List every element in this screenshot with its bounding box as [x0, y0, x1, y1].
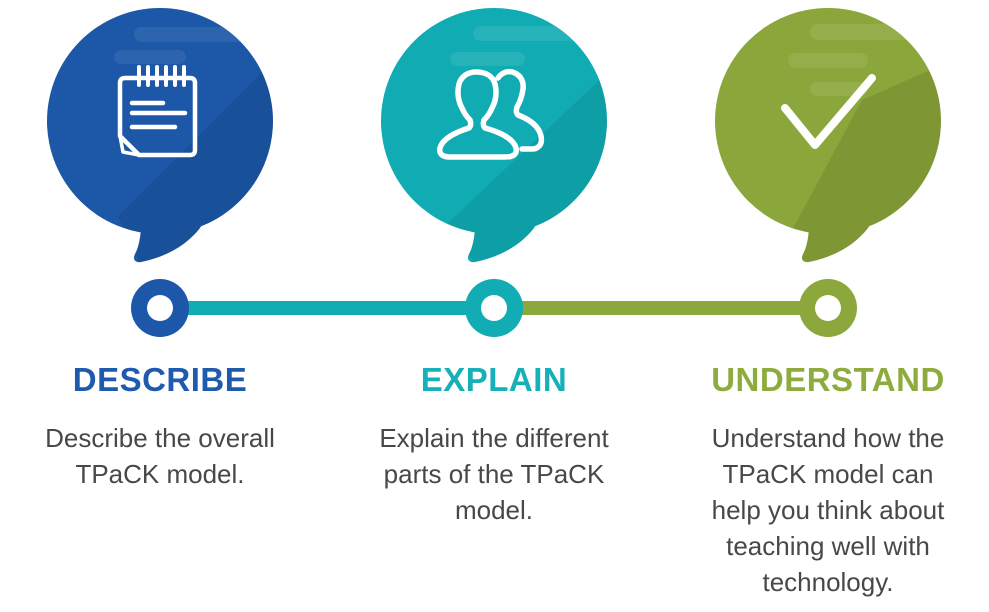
swoosh-bar	[788, 53, 868, 68]
swoosh-bar	[114, 50, 186, 64]
speech-bubble-teal	[381, 8, 607, 263]
bubble-body	[381, 8, 607, 234]
step-bubble-describe	[44, 8, 276, 268]
swoosh-bar	[810, 24, 925, 40]
speech-bubble-green	[715, 8, 941, 263]
timeline-dot-core	[147, 295, 173, 321]
step-text-describe: DESCRIBE Describe the overall TPaCK mode…	[0, 360, 320, 492]
timeline-dot-core	[815, 295, 841, 321]
notepad-icon	[117, 65, 198, 158]
speech-bubble-blue	[47, 8, 273, 263]
step-title: DESCRIBE	[72, 361, 248, 398]
timeline-dot-explain	[465, 279, 523, 337]
step-bubble-explain	[378, 8, 610, 268]
people-group-icon	[437, 68, 545, 160]
bubble-body	[715, 8, 941, 234]
step-title: UNDERSTAND	[711, 361, 945, 398]
timeline-dot-understand	[799, 279, 857, 337]
timeline-segment-1	[160, 301, 494, 315]
step-bubble-understand	[712, 8, 944, 268]
step-description: Understand how the TPaCK model can help …	[711, 422, 945, 597]
swoosh-bar	[810, 82, 868, 96]
step-description: Explain the different parts of the TPaCK…	[379, 422, 609, 525]
checkmark-icon	[781, 74, 876, 149]
step-text-explain: EXPLAIN Explain the different parts of t…	[334, 360, 654, 528]
timeline-dot-describe	[131, 279, 189, 337]
step-description: Describe the overall TPaCK model.	[45, 422, 275, 489]
swoosh-bar	[450, 52, 525, 66]
swoosh-bar	[473, 26, 593, 41]
step-title: EXPLAIN	[420, 361, 568, 398]
bubble-body	[47, 8, 273, 234]
timeline-dot-core	[481, 295, 507, 321]
timeline-segment-2	[494, 301, 828, 315]
swoosh-bar	[134, 27, 259, 42]
step-text-understand: UNDERSTAND Understand how the TPaCK mode…	[668, 360, 988, 600]
